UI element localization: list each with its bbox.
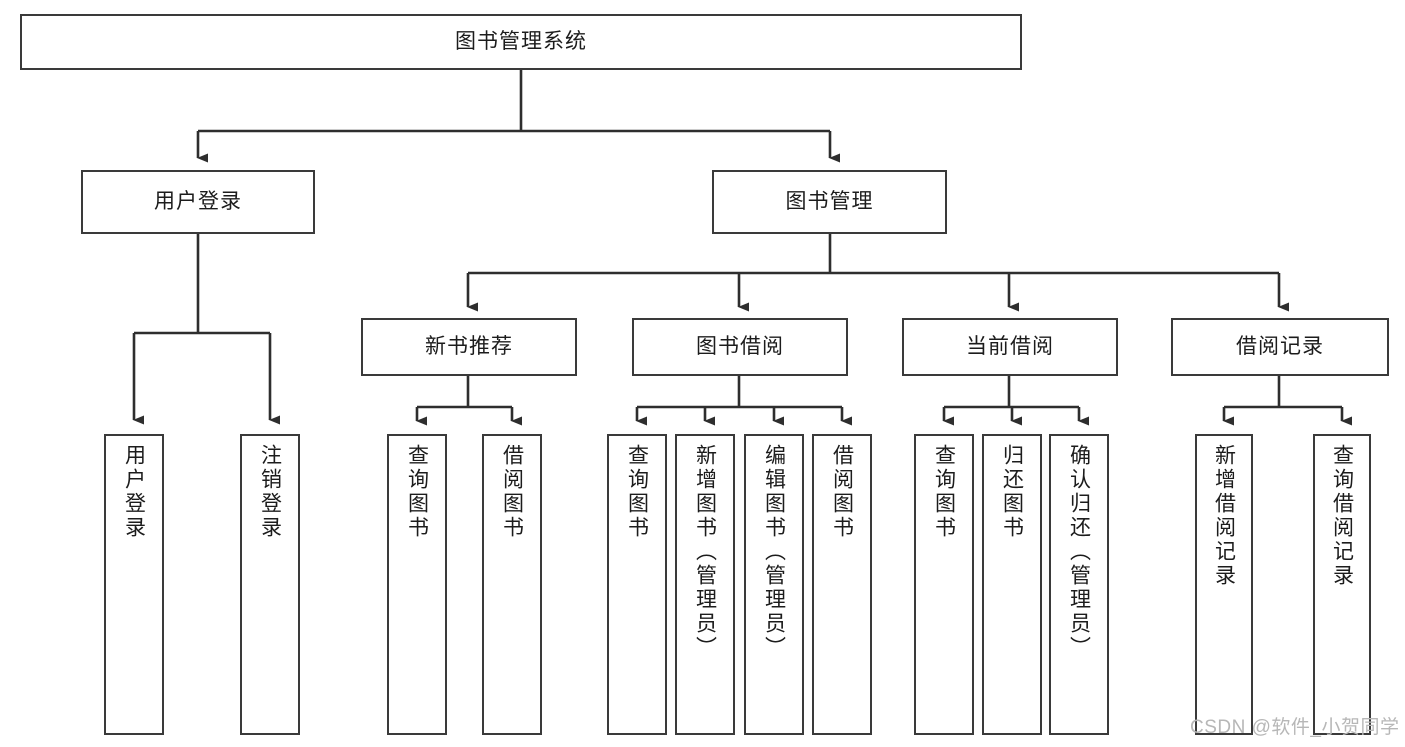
node-label: 编辑图书（管理员） [762, 444, 786, 660]
node-user-login[interactable]: 用户登录 [81, 170, 315, 234]
node-new-book-recommend[interactable]: 新书推荐 [361, 318, 577, 376]
leaf-user-login[interactable]: 用户登录 [104, 434, 164, 735]
leaf-add-book-admin[interactable]: 新增图书（管理员） [675, 434, 735, 735]
node-label: 新增图书（管理员） [693, 444, 717, 660]
node-book-borrow[interactable]: 图书借阅 [632, 318, 848, 376]
leaf-query-book-recommend[interactable]: 查询图书 [387, 434, 447, 735]
node-label: 查询图书 [405, 444, 429, 540]
node-label: 图书管理 [785, 190, 874, 214]
node-label: 用户登录 [154, 190, 242, 214]
node-label: 查询借阅记录 [1330, 444, 1354, 588]
leaf-query-book-current[interactable]: 查询图书 [914, 434, 974, 735]
node-label: 借阅图书 [500, 444, 524, 540]
node-current-borrow[interactable]: 当前借阅 [902, 318, 1118, 376]
leaf-query-book-borrow[interactable]: 查询图书 [607, 434, 667, 735]
leaf-query-borrow-record[interactable]: 查询借阅记录 [1313, 434, 1371, 735]
node-label: 归还图书 [1000, 444, 1024, 540]
node-label: 借阅图书 [830, 444, 854, 540]
node-borrow-record[interactable]: 借阅记录 [1171, 318, 1389, 376]
node-label: 查询图书 [625, 444, 649, 540]
csdn-watermark: CSDN @软件_小贺同学 [1190, 717, 1400, 738]
leaf-return-book[interactable]: 归还图书 [982, 434, 1042, 735]
node-root-system[interactable]: 图书管理系统 [20, 14, 1022, 70]
leaf-confirm-return-admin[interactable]: 确认归还（管理员） [1049, 434, 1109, 735]
node-label: 注销登录 [258, 444, 282, 540]
leaf-edit-book-admin[interactable]: 编辑图书（管理员） [744, 434, 804, 735]
node-book-management[interactable]: 图书管理 [712, 170, 947, 234]
leaf-logout[interactable]: 注销登录 [240, 434, 300, 735]
node-label: 当前借阅 [966, 335, 1054, 359]
leaf-borrow-book-recommend[interactable]: 借阅图书 [482, 434, 542, 735]
node-label: 图书管理系统 [455, 30, 587, 54]
node-label: 图书借阅 [696, 335, 784, 359]
node-label: 借阅记录 [1236, 335, 1324, 359]
node-label: 新书推荐 [425, 335, 513, 359]
node-label: 新增借阅记录 [1212, 444, 1236, 588]
node-label: 用户登录 [122, 444, 146, 540]
node-label: 确认归还（管理员） [1067, 444, 1091, 660]
leaf-add-borrow-record[interactable]: 新增借阅记录 [1195, 434, 1253, 735]
leaf-borrow-book[interactable]: 借阅图书 [812, 434, 872, 735]
node-label: 查询图书 [932, 444, 956, 540]
